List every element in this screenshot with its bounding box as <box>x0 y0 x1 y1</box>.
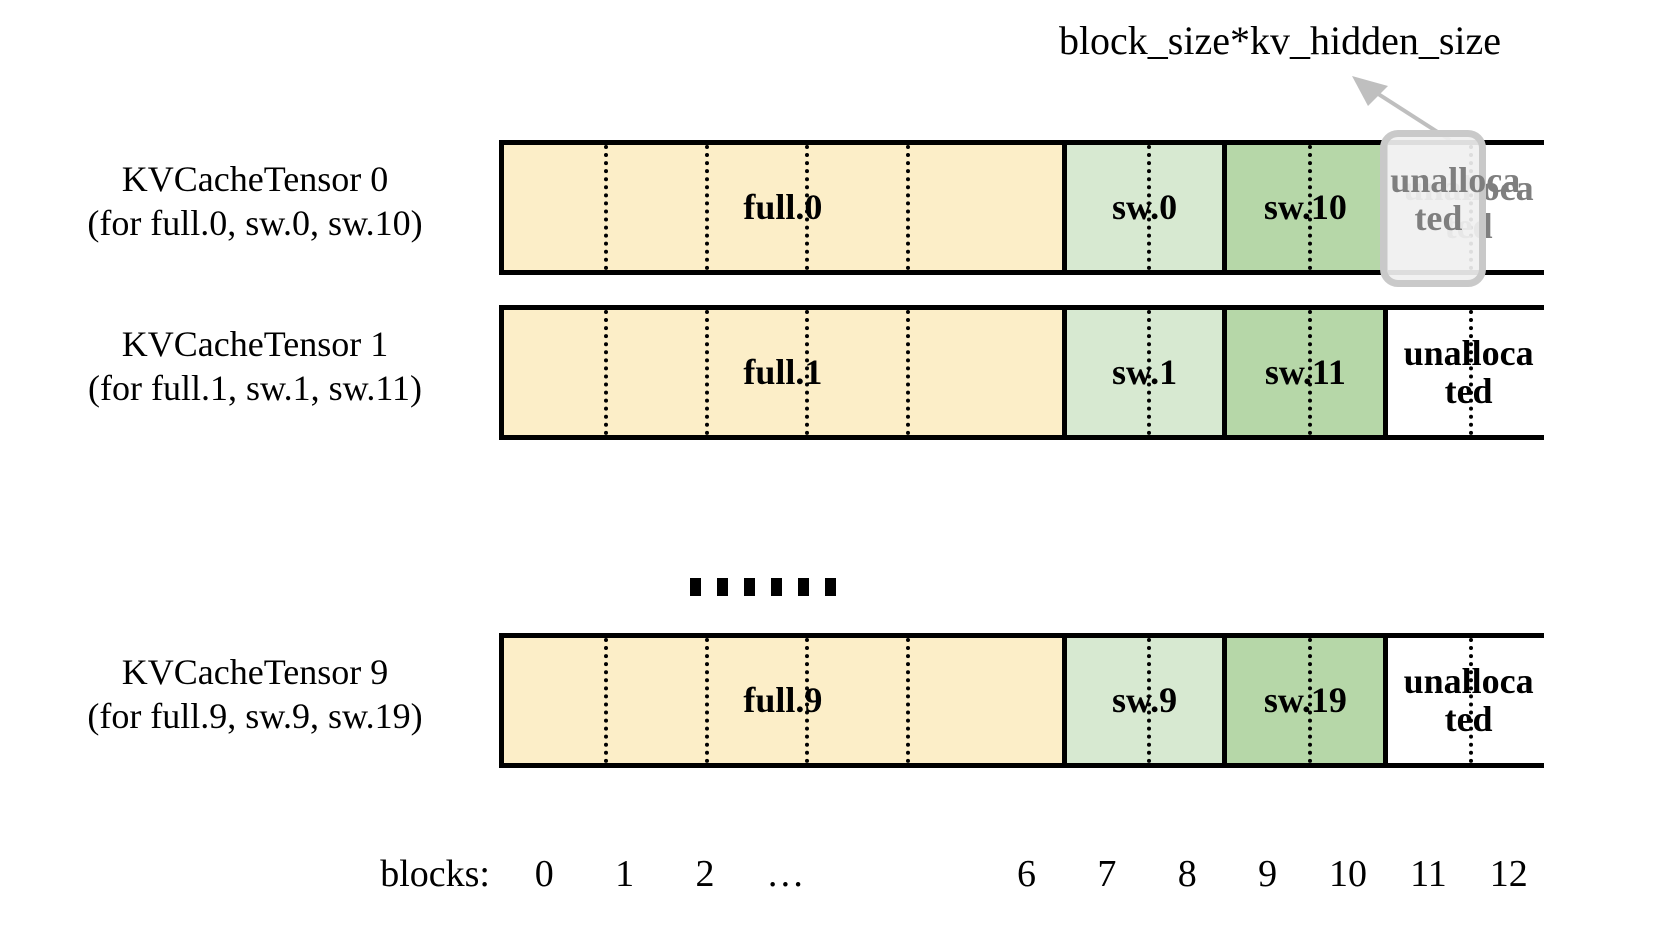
tensor-segment[interactable]: sw.10 <box>1227 145 1389 270</box>
tensor-segment-label: full.9 <box>743 679 823 720</box>
block-divider <box>905 638 910 763</box>
callout-arrow-icon <box>1352 76 1452 142</box>
block-divider <box>1468 638 1473 763</box>
tensor-segment[interactable]: sw.19 <box>1227 638 1389 763</box>
block-divider <box>1147 310 1152 435</box>
ellipsis-dot <box>717 578 728 596</box>
block-divider <box>1307 145 1312 270</box>
tensor-segment-label: full.1 <box>743 351 823 392</box>
block-divider <box>905 145 910 270</box>
ellipsis-dot <box>825 578 836 596</box>
ellipsis-dot <box>690 578 701 596</box>
block-divider <box>1307 638 1312 763</box>
tensor-segment-label: sw.0 <box>1112 186 1178 227</box>
blocks-axis-tick: … <box>766 853 805 895</box>
tensor-row-label-line2: (for full.0, sw.0, sw.10) <box>87 202 423 243</box>
vertical-ellipsis <box>690 578 836 596</box>
block-divider <box>1147 638 1152 763</box>
block-divider <box>805 310 810 435</box>
block-divider <box>604 145 609 270</box>
tensor-segment-label: sw.9 <box>1112 679 1178 720</box>
tensor-segment[interactable]: sw.1 <box>1066 310 1228 435</box>
block-divider <box>1147 145 1152 270</box>
block-divider <box>805 638 810 763</box>
tensor-segment[interactable]: sw.0 <box>1066 145 1228 270</box>
blocks-axis-tick: 10 <box>1329 853 1368 895</box>
tensor-segment-label: sw.11 <box>1264 351 1346 392</box>
ellipsis-dot <box>771 578 782 596</box>
blocks-axis-tick: 11 <box>1410 853 1447 895</box>
block-divider <box>805 145 810 270</box>
tensor-segment[interactable]: sw.9 <box>1066 638 1228 763</box>
tensor-row-label-line2: (for full.9, sw.9, sw.19) <box>87 695 423 736</box>
blocks-axis-tick: 7 <box>1097 853 1117 895</box>
tensor-row-label: KVCacheTensor 9(for full.9, sw.9, sw.19) <box>20 651 490 739</box>
tensor-segment-label: sw.10 <box>1263 186 1347 227</box>
blocks-axis-tick: 9 <box>1258 853 1278 895</box>
blocks-axis-title: blocks: <box>380 853 490 895</box>
tensor-segment[interactable]: sw.11 <box>1227 310 1389 435</box>
tensor-row-label-line1: KVCacheTensor 1 <box>121 324 389 364</box>
blocks-axis-tick: 12 <box>1489 853 1528 895</box>
tensor-segment-label: sw.1 <box>1112 351 1178 392</box>
blocks-axis-tick: 6 <box>1017 853 1036 895</box>
block-divider <box>905 310 910 435</box>
block-divider <box>1468 145 1473 270</box>
tensor-segment-label: full.0 <box>743 186 823 227</box>
blocks-axis-tick: 0 <box>534 853 554 895</box>
block-divider <box>704 145 709 270</box>
tensor-segment[interactable]: full.9 <box>504 638 1067 763</box>
tensor-row-label-line1: KVCacheTensor 9 <box>121 652 389 692</box>
blocks-axis-tick: 8 <box>1177 853 1197 895</box>
callout-label: block_size*kv_hidden_size <box>1058 18 1502 63</box>
block-divider <box>704 638 709 763</box>
ellipsis-dot <box>798 578 809 596</box>
block-divider <box>1307 310 1312 435</box>
tensor-segment[interactable]: full.0 <box>504 145 1067 270</box>
block-divider <box>704 310 709 435</box>
block-divider <box>604 310 609 435</box>
tensor-row-label-line1: KVCacheTensor 0 <box>121 159 389 199</box>
tensor-row-label: KVCacheTensor 0(for full.0, sw.0, sw.10) <box>20 158 490 246</box>
ellipsis-dot <box>744 578 755 596</box>
blocks-axis-tick: 2 <box>695 853 715 895</box>
tensor-row-label: KVCacheTensor 1(for full.1, sw.1, sw.11) <box>20 323 490 411</box>
tensor-row-label-line2: (for full.1, sw.1, sw.11) <box>88 367 422 408</box>
tensor-segment-label: sw.19 <box>1263 679 1347 720</box>
block-divider <box>1468 310 1473 435</box>
tensor-segment[interactable]: full.1 <box>504 310 1067 435</box>
block-divider <box>604 638 609 763</box>
blocks-axis-tick: 1 <box>615 853 635 895</box>
